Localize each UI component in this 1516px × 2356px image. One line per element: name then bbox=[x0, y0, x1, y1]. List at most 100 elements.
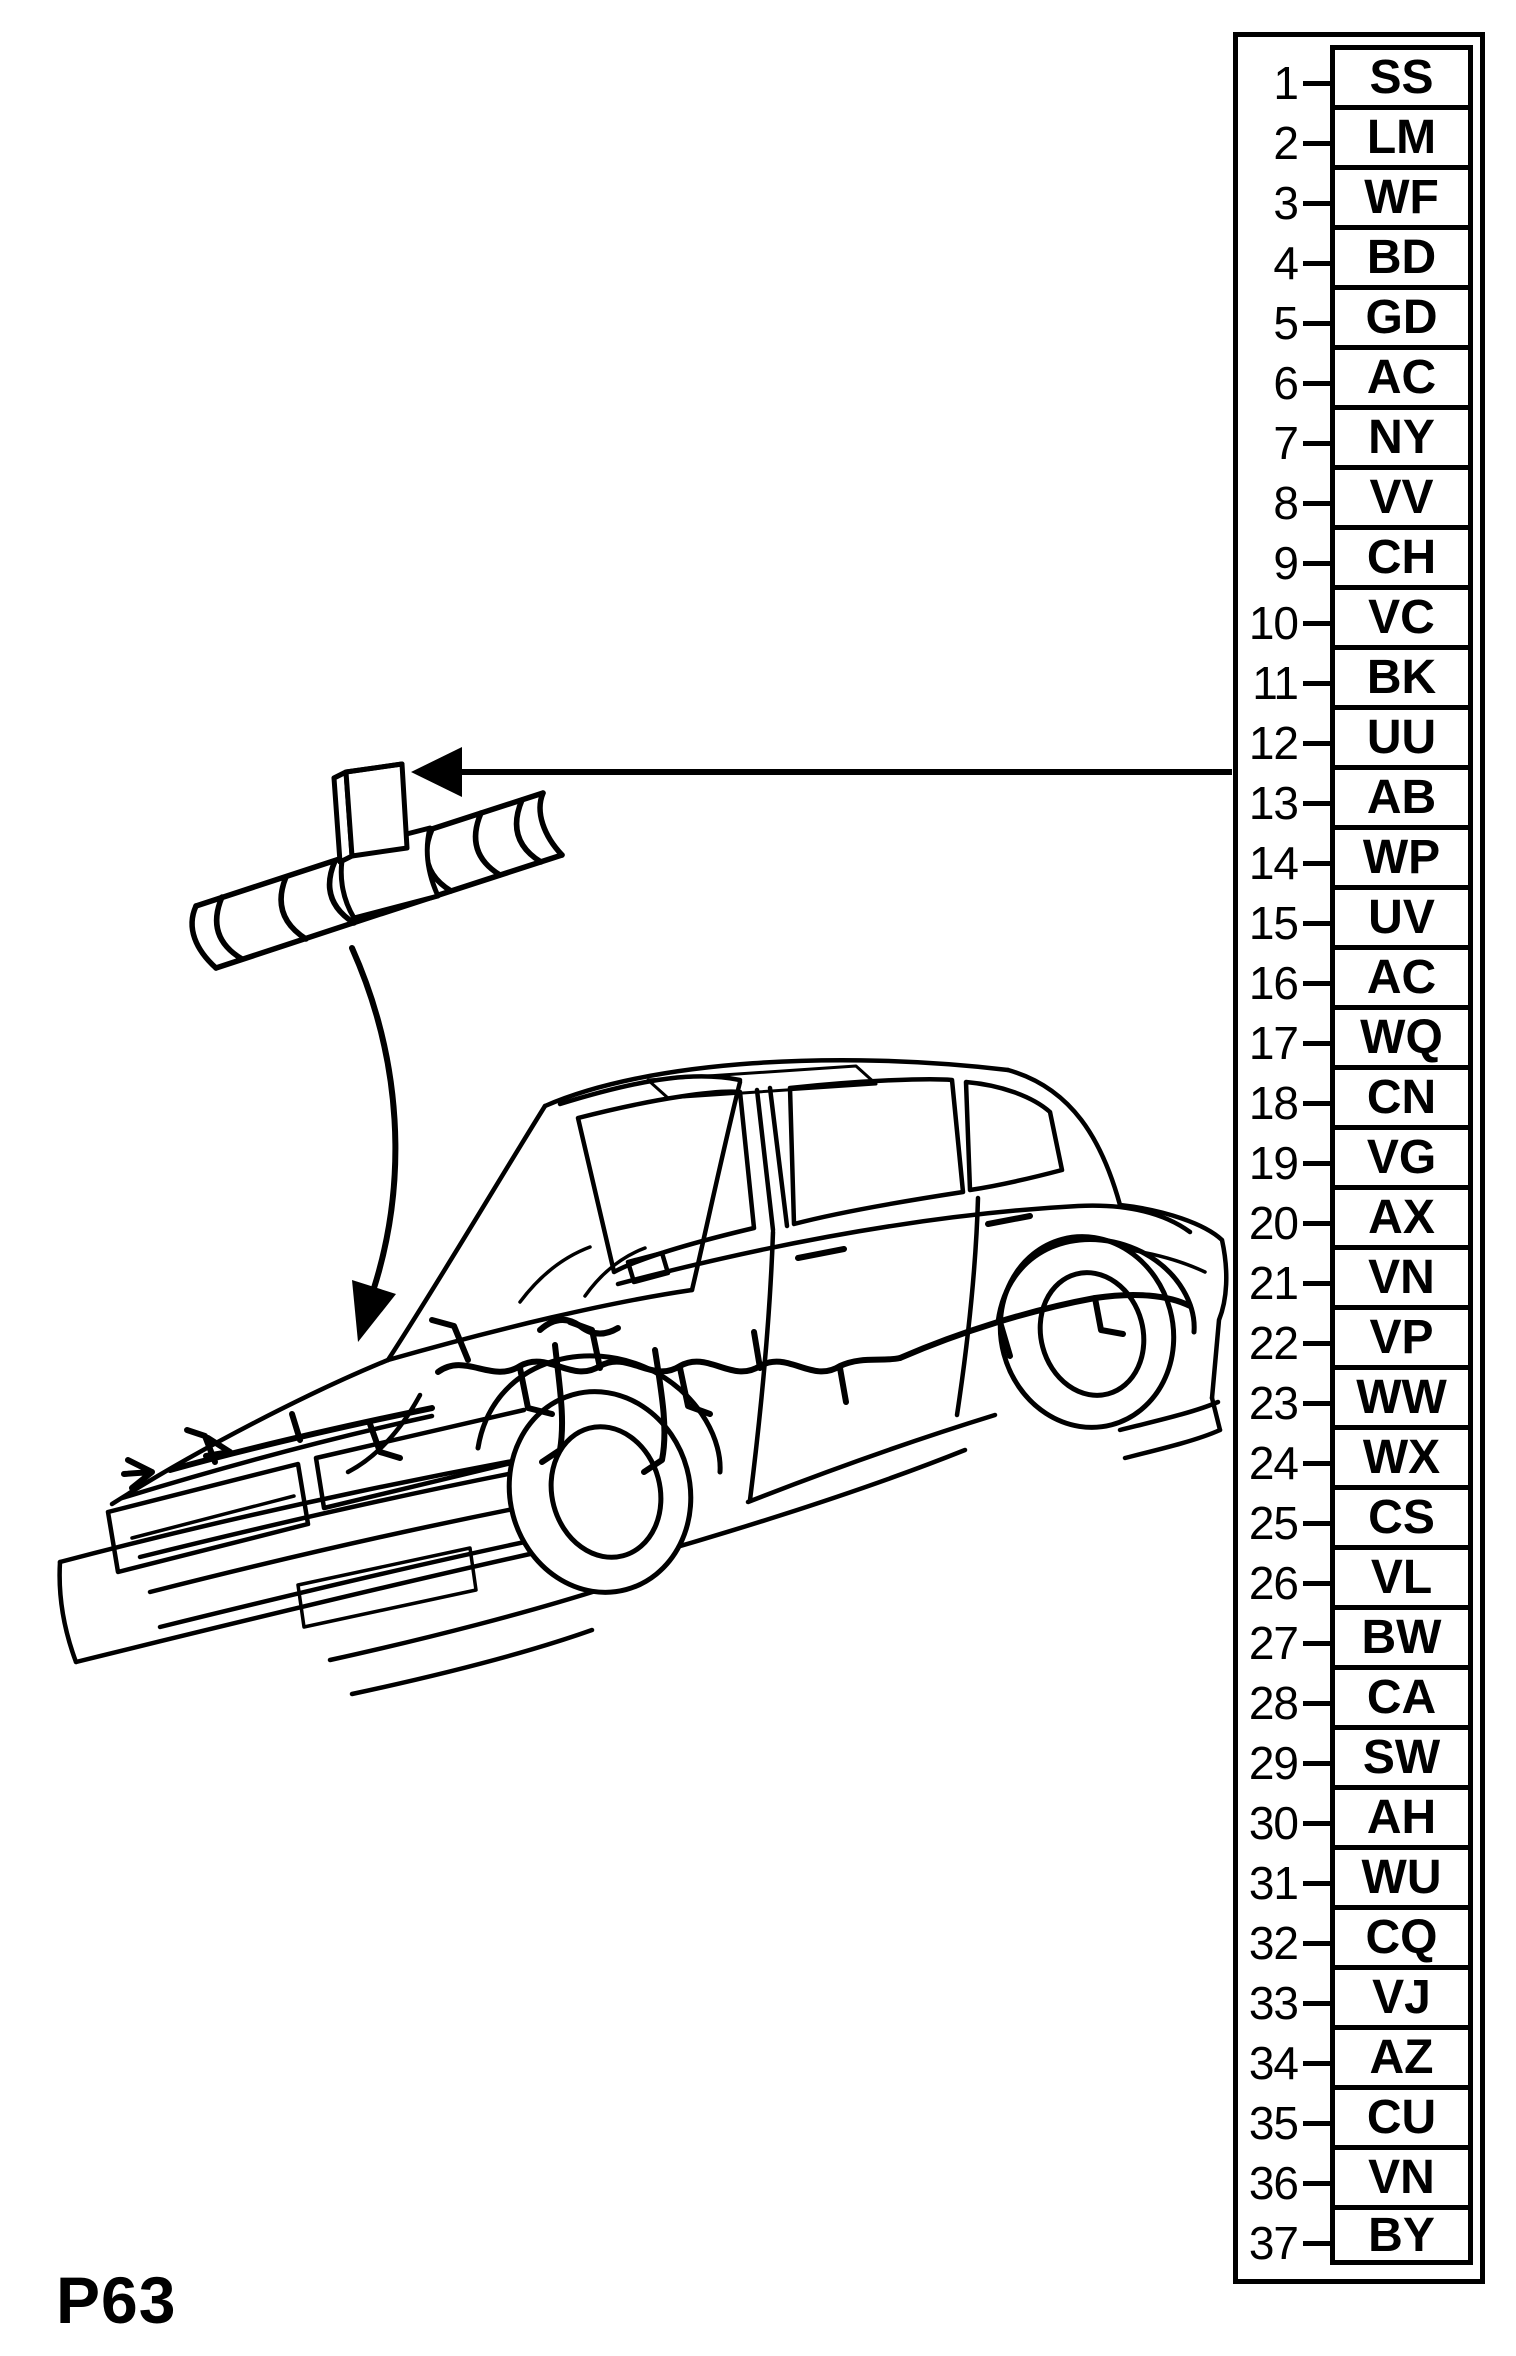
legend-row-code: VC bbox=[1330, 585, 1473, 645]
legend-row: 7 NY bbox=[1238, 405, 1473, 466]
legend-row: 11 BK bbox=[1238, 645, 1473, 709]
legend-tick-line bbox=[1303, 200, 1330, 206]
legend-row-code: AX bbox=[1330, 1185, 1473, 1245]
legend-row-number: 6 bbox=[1273, 357, 1299, 409]
legend-tick-line bbox=[1303, 500, 1330, 506]
legend-row-number: 23 bbox=[1248, 1377, 1299, 1429]
legend-tick-line bbox=[1303, 80, 1330, 86]
legend-row-code: BK bbox=[1330, 645, 1473, 705]
legend-row-code: SS bbox=[1330, 45, 1473, 105]
legend-tick-line bbox=[1303, 1160, 1330, 1166]
legend-row: 18 CN bbox=[1238, 1065, 1473, 1126]
legend-row: 4 BD bbox=[1238, 225, 1473, 286]
legend-row-code: WF bbox=[1330, 165, 1473, 225]
legend-row-number: 35 bbox=[1248, 2097, 1299, 2149]
legend-row-number: 15 bbox=[1248, 897, 1299, 949]
legend-tick-line bbox=[1303, 1460, 1330, 1466]
legend-row-number: 11 bbox=[1252, 657, 1299, 709]
legend-row: 26 VL bbox=[1238, 1545, 1473, 1606]
legend-row-code: GD bbox=[1330, 285, 1473, 345]
connector-clip bbox=[331, 761, 441, 921]
legend-row-number: 22 bbox=[1248, 1317, 1299, 1369]
legend-row: 22 VP bbox=[1238, 1305, 1473, 1369]
legend-tick-line bbox=[1303, 2120, 1330, 2126]
legend-row-number: 29 bbox=[1248, 1737, 1299, 1789]
legend-tick-line bbox=[1303, 920, 1330, 926]
legend-tick-line bbox=[1303, 560, 1330, 566]
legend-row-code: CU bbox=[1330, 2085, 1473, 2145]
legend-row: 1 SS bbox=[1238, 45, 1473, 106]
legend-row: 28 CA bbox=[1238, 1665, 1473, 1726]
legend-tick-line bbox=[1303, 1400, 1330, 1406]
legend-row-number: 21 bbox=[1248, 1257, 1299, 1309]
legend-row: 23 WW bbox=[1238, 1365, 1473, 1429]
legend-row-code: AH bbox=[1330, 1785, 1473, 1845]
legend-row-code: AC bbox=[1330, 345, 1473, 405]
legend-row: 12 UU bbox=[1238, 705, 1473, 766]
legend-row: 19 VG bbox=[1238, 1125, 1473, 1186]
legend-tick-line bbox=[1303, 1040, 1330, 1046]
legend-tick-line bbox=[1303, 1700, 1330, 1706]
legend-row: 13 AB bbox=[1238, 765, 1473, 826]
legend-tick-line bbox=[1303, 260, 1330, 266]
left-arrow-icon bbox=[411, 747, 1232, 797]
legend-row: 17 WQ bbox=[1238, 1005, 1473, 1069]
legend-row-number: 14 bbox=[1248, 837, 1299, 889]
legend-row-code: SW bbox=[1330, 1725, 1473, 1785]
legend-row-code: WW bbox=[1330, 1365, 1473, 1425]
legend-tick-line bbox=[1303, 320, 1330, 326]
legend-tick-line bbox=[1303, 1940, 1330, 1946]
legend-row-number: 31 bbox=[1248, 1857, 1299, 1909]
legend-row: 30 AH bbox=[1238, 1785, 1473, 1849]
legend-row: 25 CS bbox=[1238, 1485, 1473, 1549]
legend-row: 20 AX bbox=[1238, 1185, 1473, 1246]
legend-tick-line bbox=[1303, 1280, 1330, 1286]
legend-row-number: 25 bbox=[1248, 1497, 1299, 1549]
legend-row-code: VP bbox=[1330, 1305, 1473, 1365]
legend-tick-line bbox=[1303, 140, 1330, 146]
legend-row: 33 VJ bbox=[1238, 1965, 1473, 2029]
legend-row-code: WP bbox=[1330, 825, 1473, 885]
legend-tick-line bbox=[1303, 680, 1330, 686]
legend-row: 15 UV bbox=[1238, 885, 1473, 949]
legend-row: 29 SW bbox=[1238, 1725, 1473, 1789]
legend-row-code: CH bbox=[1330, 525, 1473, 585]
legend-row-number: 33 bbox=[1248, 1977, 1299, 2029]
legend-row-code: VN bbox=[1330, 1245, 1473, 1305]
legend-row: 34 AZ bbox=[1238, 2025, 1473, 2086]
harness-figure bbox=[57, 747, 1232, 1697]
legend-row-number: 37 bbox=[1248, 2217, 1299, 2269]
legend-row-number: 2 bbox=[1273, 117, 1299, 169]
legend-row-code: WQ bbox=[1330, 1005, 1473, 1065]
legend-tick-line bbox=[1303, 1520, 1330, 1526]
legend-tick-line bbox=[1303, 380, 1330, 386]
legend-tick-line bbox=[1303, 620, 1330, 626]
legend-row-code: NY bbox=[1330, 405, 1473, 465]
legend-tick-line bbox=[1303, 2060, 1330, 2066]
legend-row-number: 30 bbox=[1248, 1797, 1299, 1849]
legend-row-code: AB bbox=[1330, 765, 1473, 825]
legend-tick-line bbox=[1303, 2000, 1330, 2006]
legend-tick-line bbox=[1303, 1640, 1330, 1646]
legend-tick-line bbox=[1303, 1340, 1330, 1346]
legend-row-code: VV bbox=[1330, 465, 1473, 525]
legend-row-number: 36 bbox=[1248, 2157, 1299, 2209]
legend-row: 9 CH bbox=[1238, 525, 1473, 589]
legend-row-code: CN bbox=[1330, 1065, 1473, 1125]
legend-row-number: 27 bbox=[1248, 1617, 1299, 1669]
legend-row-number: 9 bbox=[1273, 537, 1299, 589]
legend-tick-line bbox=[1303, 2180, 1330, 2186]
page-code: P63 bbox=[56, 2263, 177, 2337]
legend-tick-line bbox=[1303, 1580, 1330, 1586]
legend-row-code: UV bbox=[1330, 885, 1473, 945]
legend-row-code: CS bbox=[1330, 1485, 1473, 1545]
legend-tick-line bbox=[1303, 2240, 1330, 2246]
legend-row-code: WU bbox=[1330, 1845, 1473, 1905]
legend-row-code: BD bbox=[1330, 225, 1473, 285]
legend-row: 35 CU bbox=[1238, 2085, 1473, 2149]
legend-row-number: 17 bbox=[1248, 1017, 1299, 1069]
legend-row: 21 VN bbox=[1238, 1245, 1473, 1309]
legend-row-code: BW bbox=[1330, 1605, 1473, 1665]
legend-row: 14 WP bbox=[1238, 825, 1473, 889]
